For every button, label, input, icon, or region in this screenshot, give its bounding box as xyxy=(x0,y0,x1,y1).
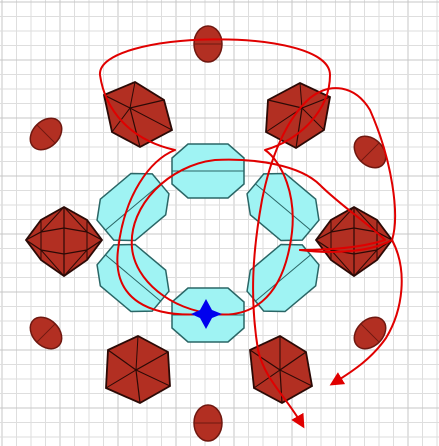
oval-bead-top xyxy=(193,25,223,63)
cyan-bead-upper-left xyxy=(96,172,170,242)
thread-right-loop-b xyxy=(329,239,403,386)
oval-bead-right-upper xyxy=(353,135,387,169)
oval-beads xyxy=(29,25,387,442)
oval-bead-bottom xyxy=(193,404,223,442)
oval-bead-left-lower xyxy=(29,316,63,350)
cube-bead-top-right xyxy=(265,81,332,150)
thread-inner-crossing xyxy=(130,158,386,315)
cyan-bead-lower-left xyxy=(96,243,170,313)
bicone-bead-left xyxy=(24,205,104,278)
cube-bead-top-left xyxy=(102,80,174,149)
thread-path xyxy=(98,38,403,429)
cube-bead-bottom-left xyxy=(105,334,171,405)
oval-bead-left-upper xyxy=(29,117,63,151)
oval-bead-right-lower xyxy=(353,316,387,350)
needle-cross-icon xyxy=(191,299,222,329)
thread-top-loop xyxy=(98,38,331,316)
